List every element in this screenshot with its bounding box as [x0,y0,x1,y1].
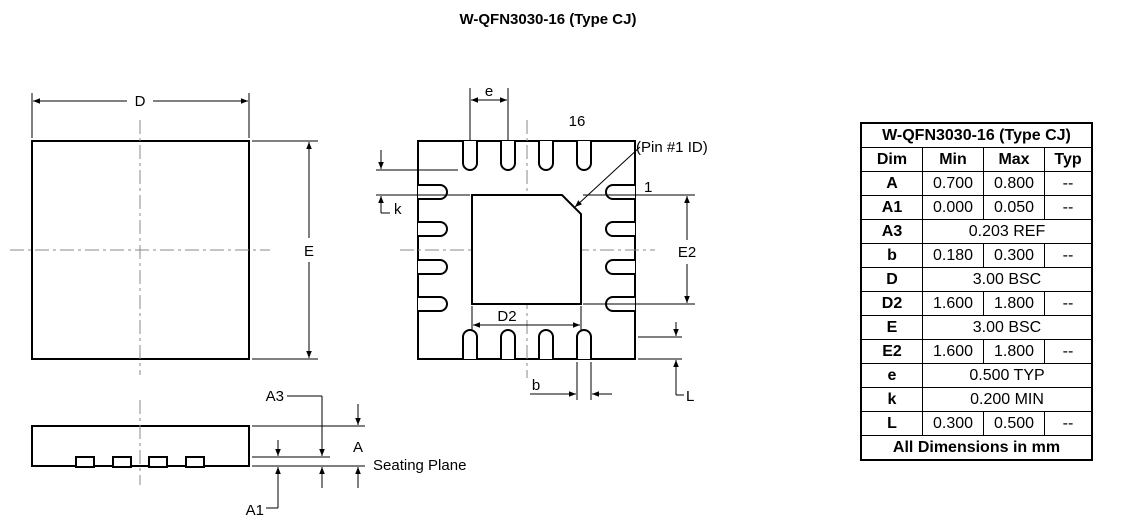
left-pad [418,184,448,200]
cell-dim: b [860,243,923,268]
label-a: A [353,439,363,456]
cell-max: 1.800 [983,291,1045,316]
side-view: A A3 A1 Seating Plane [31,388,466,519]
cell-dim: e [860,363,923,388]
bottom-pad [500,329,516,359]
top-view: D E [10,93,318,375]
top-pad [500,141,516,171]
cell-min: 0.300 [922,411,984,436]
table-row: L 0.300 0.500 -- [860,411,1093,436]
cell-max: 0.050 [983,195,1045,220]
left-pad [418,296,448,312]
table-row: D 3.00 BSC [860,267,1093,292]
cell-max: 1.800 [983,339,1045,364]
cell-max: 0.300 [983,243,1045,268]
cell-merged: 0.200 MIN [922,387,1093,412]
side-pad [185,456,205,468]
cell-merged: 3.00 BSC [922,315,1093,340]
table-title: W-QFN3030-16 (Type CJ) [860,122,1093,148]
cell-typ: -- [1044,171,1093,196]
table-row: e 0.500 TYP [860,363,1093,388]
cell-min: 1.600 [922,291,984,316]
left-pad [418,221,448,237]
cell-max: 0.500 [983,411,1045,436]
cell-dim: D2 [860,291,923,316]
table-row: b 0.180 0.300 -- [860,243,1093,268]
label-d2: D2 [497,308,516,325]
side-pad [112,456,132,468]
header-dim: Dim [860,147,923,172]
table-row: E 3.00 BSC [860,315,1093,340]
cell-min: 0.000 [922,195,984,220]
header-min: Min [922,147,984,172]
label-pin-16: 16 [569,113,586,130]
cell-merged: 0.500 TYP [922,363,1093,388]
cell-typ: -- [1044,195,1093,220]
label-a1: A1 [246,502,264,519]
top-pad [576,141,592,171]
table-row: D2 1.600 1.800 -- [860,291,1093,316]
bottom-pad [462,329,478,359]
header-max: Max [983,147,1045,172]
cell-dim: L [860,411,923,436]
label-d: D [135,93,146,110]
cell-min: 0.700 [922,171,984,196]
table-row: A3 0.203 REF [860,219,1093,244]
label-seating-plane: Seating Plane [373,457,466,474]
label-k: k [394,201,402,218]
label-pin1-id: (Pin #1 ID) [636,139,708,156]
cell-dim: A [860,171,923,196]
label-pitch-e: e [485,83,493,100]
cell-min: 0.180 [922,243,984,268]
bottom-view: e 16 1 (Pin #1 ID) k E2 D2 b [376,83,708,405]
right-pad [605,259,635,275]
cell-merged: 0.203 REF [922,219,1093,244]
cell-typ: -- [1044,339,1093,364]
top-pad [538,141,554,171]
dimensions-table: W-QFN3030-16 (Type CJ) Dim Min Max Typ A… [860,122,1093,461]
top-pad [462,141,478,171]
side-pad [148,456,168,468]
side-pad [75,456,95,468]
table-row: A 0.700 0.800 -- [860,171,1093,196]
table-row: A1 0.000 0.050 -- [860,195,1093,220]
left-pad [418,259,448,275]
cell-dim: A1 [860,195,923,220]
label-a3: A3 [266,388,284,405]
right-pad [605,184,635,200]
cell-typ: -- [1044,243,1093,268]
right-pad [605,221,635,237]
table-header-row: Dim Min Max Typ [860,147,1093,172]
table-footer: All Dimensions in mm [860,435,1093,461]
cell-dim: E2 [860,339,923,364]
cell-dim: E [860,315,923,340]
pin1-id-leader [574,146,641,208]
header-typ: Typ [1044,147,1093,172]
exposed-thermal-pad [471,194,582,305]
cell-merged: 3.00 BSC [922,267,1093,292]
cell-min: 1.600 [922,339,984,364]
table-row: k 0.200 MIN [860,387,1093,412]
package-drawing: D E A A3 A1 Seating Plane [10,83,708,519]
cell-max: 0.800 [983,171,1045,196]
label-b: b [532,377,540,394]
cell-dim: D [860,267,923,292]
cell-dim: k [860,387,923,412]
cell-typ: -- [1044,411,1093,436]
label-e2: E2 [678,244,696,261]
cell-dim: A3 [860,219,923,244]
cell-typ: -- [1044,291,1093,316]
bottom-pad [538,329,554,359]
label-l: L [686,388,694,405]
table-row: E2 1.600 1.800 -- [860,339,1093,364]
bottom-pad [576,329,592,359]
label-pin-1: 1 [644,179,652,196]
label-e: E [304,243,314,260]
drawing-title: W-QFN3030-16 (Type CJ) [459,11,637,28]
